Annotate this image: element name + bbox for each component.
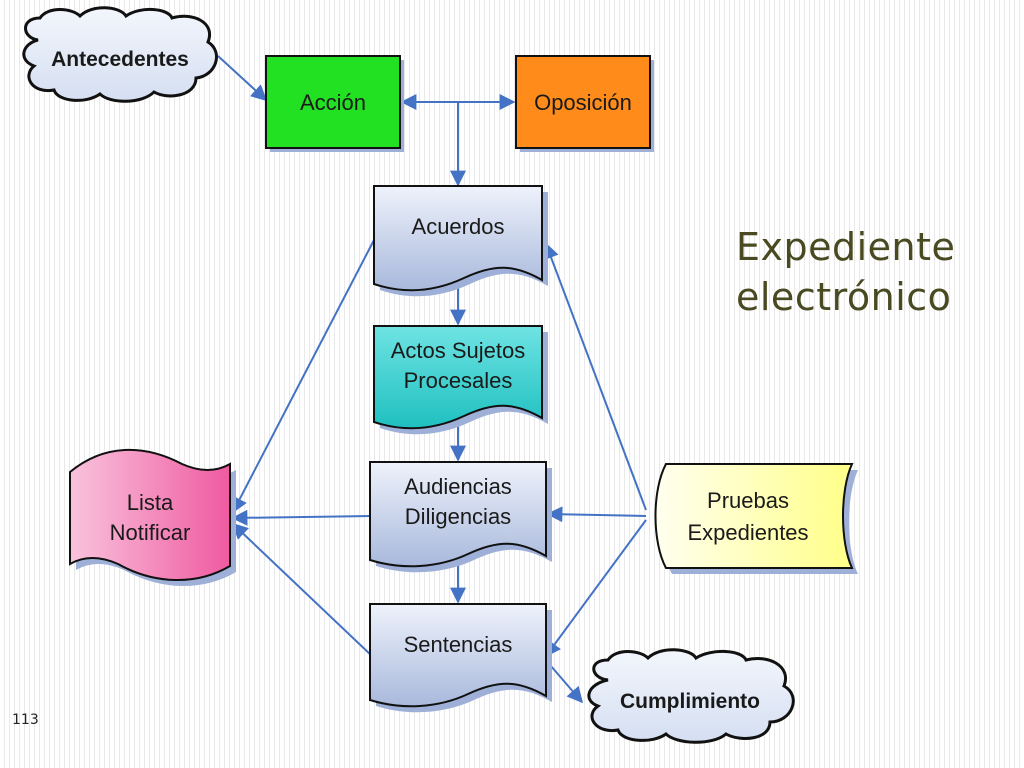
- lista-label-line1: Lista: [127, 490, 174, 515]
- storage-pruebas-expedientes: Pruebas Expedientes: [654, 463, 858, 574]
- arrow-pruebas-to-audiencias: [546, 506, 647, 523]
- lista-label-line2: Notificar: [110, 520, 191, 545]
- process-accion: Acción: [265, 55, 404, 152]
- cloud-cumplimiento: Cumplimiento: [587, 648, 795, 744]
- audiencias-label-line1: Audiencias: [404, 474, 512, 499]
- accion-label: Acción: [300, 90, 366, 115]
- sentencias-label: Sentencias: [404, 632, 513, 657]
- arrow-audiencias-to-lista: [231, 509, 373, 526]
- document-sentencias: Sentencias: [369, 603, 552, 713]
- pruebas-label-line2: Expedientes: [687, 520, 808, 545]
- cumplimiento-label: Cumplimiento: [620, 690, 760, 713]
- slide-title: Expediente electrónico: [736, 222, 955, 322]
- document-acuerdos: Acuerdos: [373, 185, 548, 297]
- arrow-acuerdos-to-lista: [232, 239, 375, 514]
- acuerdos-label: Acuerdos: [412, 214, 505, 239]
- pruebas-label-line1: Pruebas: [707, 488, 789, 513]
- slide-title-line2: electrónico: [736, 275, 952, 319]
- process-oposicion: Oposición: [515, 55, 654, 152]
- oposicion-label: Oposición: [534, 90, 632, 115]
- tape-lista-notificar: Lista Notificar: [69, 448, 236, 587]
- document-actos-sujetos-procesales: Actos Sujetos Procesales: [373, 325, 548, 435]
- arrow-pruebas-to-acuerdos: [543, 242, 647, 511]
- cloud-antecedentes: Antecedentes: [22, 6, 218, 103]
- slide-title-line1: Expediente: [736, 225, 956, 269]
- actos-label-line1: Actos Sujetos: [391, 338, 526, 363]
- arrow-antecedentes-to-accion: [217, 55, 268, 102]
- antecedentes-label: Antecedentes: [51, 48, 189, 71]
- document-audiencias-diligencias: Audiencias Diligencias: [369, 461, 552, 573]
- arrow-pruebas-to-sentencias: [545, 519, 647, 658]
- arrow-sentencias-to-lista: [231, 522, 373, 657]
- page-number: 113: [12, 712, 39, 728]
- audiencias-label-line2: Diligencias: [405, 504, 511, 529]
- actos-label-line2: Procesales: [404, 368, 513, 393]
